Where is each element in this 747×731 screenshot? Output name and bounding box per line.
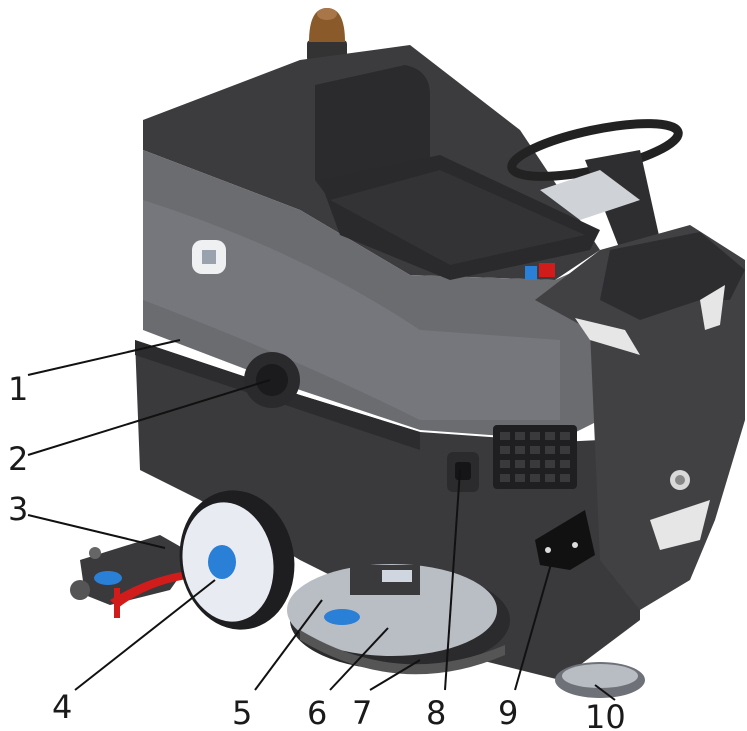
callout-4: 4	[52, 688, 72, 726]
steering-wheel	[507, 119, 683, 250]
squeegee-assembly	[70, 535, 195, 618]
tank-cap	[244, 352, 300, 408]
callout-8: 8	[426, 694, 446, 731]
callout-3: 3	[8, 490, 28, 528]
brush-deck	[287, 564, 510, 675]
foot-pedal	[535, 510, 595, 570]
callout-2: 2	[8, 440, 28, 478]
operator-seat	[315, 65, 600, 280]
leader-lines	[27, 339, 616, 701]
leader-6	[329, 627, 389, 691]
lower-body	[135, 340, 640, 680]
leader-8	[444, 469, 461, 691]
leader-9	[514, 549, 556, 691]
callout-1: 1	[8, 370, 28, 408]
callout-7: 7	[352, 694, 372, 731]
callout-labels: 1 2 3 4 5 6 7 8 9 10	[8, 370, 626, 731]
vent-grille	[493, 425, 577, 489]
leader-2	[27, 379, 271, 456]
headlight-left	[575, 318, 640, 355]
leader-4	[74, 579, 216, 691]
leader-5	[254, 599, 323, 691]
leader-10	[594, 684, 616, 701]
leader-1	[27, 339, 181, 376]
callout-10: 10	[585, 698, 626, 731]
rear-wheel	[179, 490, 295, 630]
callout-6: 6	[307, 694, 327, 731]
callout-9: 9	[498, 694, 518, 731]
leader-7	[369, 659, 421, 691]
beacon-lamp	[307, 8, 347, 62]
callout-5: 5	[232, 694, 252, 731]
leader-3	[27, 514, 166, 549]
front-wheel	[555, 662, 645, 698]
headlight-right	[700, 285, 725, 330]
scrubber-dryer-machine	[70, 8, 745, 698]
